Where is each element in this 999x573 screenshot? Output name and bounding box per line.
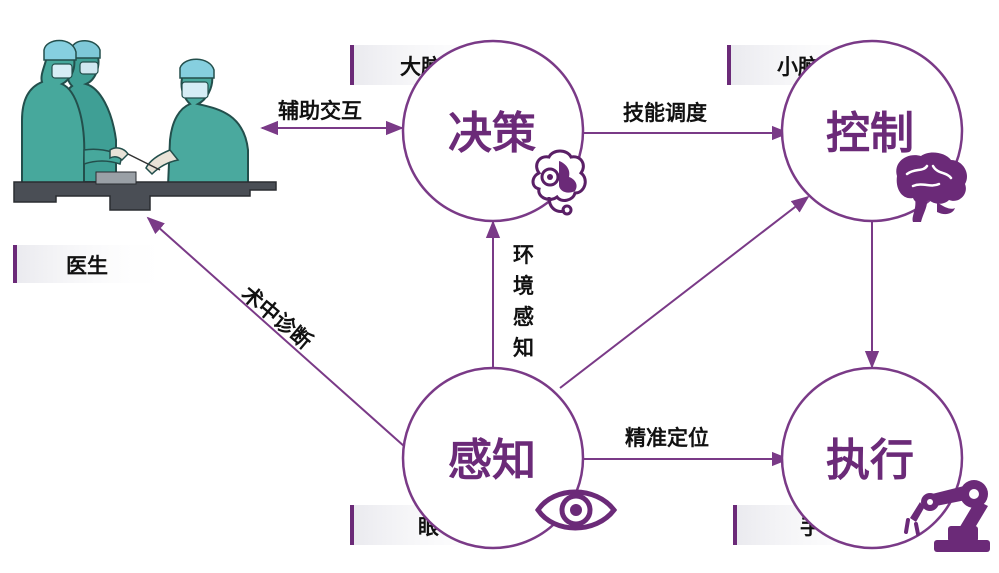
tag-doctor: 医生	[13, 245, 173, 283]
brain-gear-icon	[531, 149, 587, 216]
label-position: 精准定位	[625, 426, 709, 450]
node-perception	[401, 366, 585, 550]
label-env-4: 知	[513, 336, 534, 360]
node-execution-label: 执行	[826, 435, 914, 486]
node-decision-label: 决策	[448, 108, 536, 159]
node-execution	[780, 366, 964, 550]
surgeons-illustration	[13, 39, 277, 211]
eye-icon	[534, 489, 618, 531]
edge-diagnosis	[146, 216, 406, 448]
label-assist: 辅助交互	[278, 99, 362, 123]
node-control-label: 控制	[826, 108, 914, 159]
label-diagnosis: 术中诊断	[237, 281, 317, 353]
node-perception-label: 感知	[448, 435, 536, 486]
robot-arm-icon	[904, 480, 990, 552]
label-env-1: 环	[513, 243, 534, 267]
edge-perception-control	[559, 195, 810, 389]
label-env-3: 感	[513, 305, 534, 329]
tag-doctor-label: 医生	[66, 254, 108, 278]
label-env-2: 境	[513, 274, 534, 298]
cerebellum-brain-icon	[896, 152, 968, 222]
label-schedule: 技能调度	[623, 101, 707, 125]
